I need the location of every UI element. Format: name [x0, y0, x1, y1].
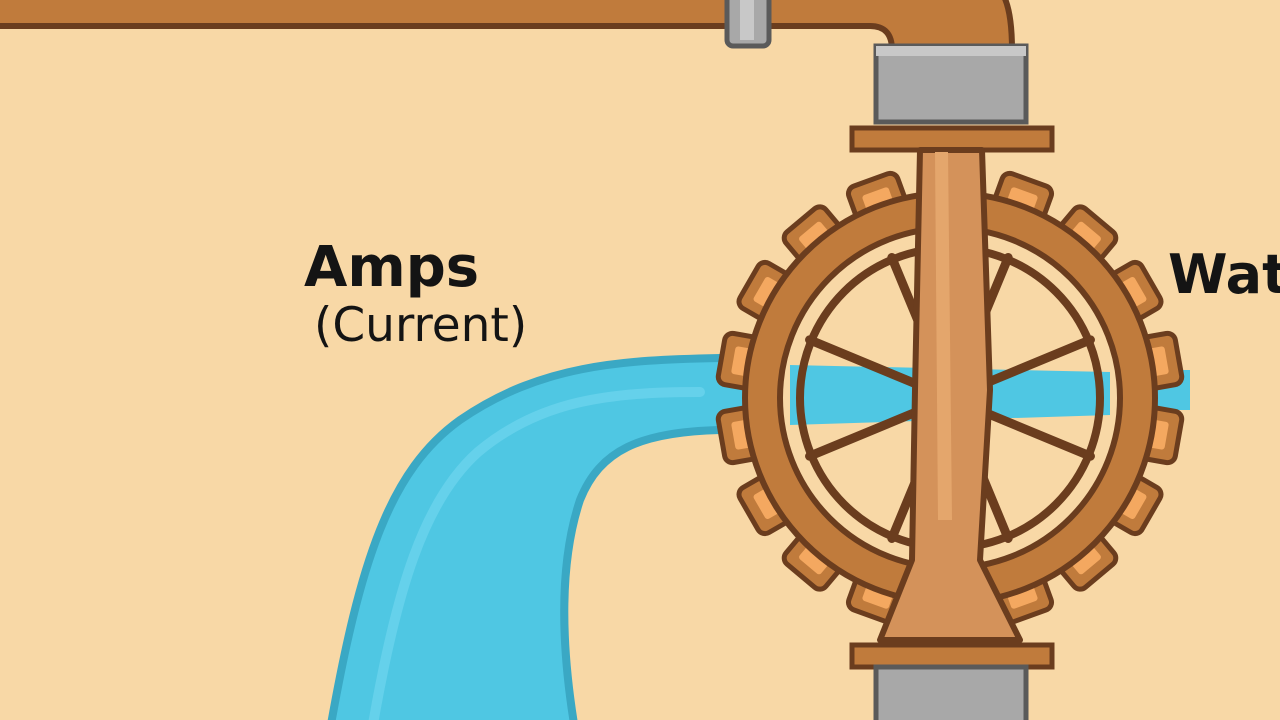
water-wheel-icon [715, 147, 1185, 643]
amps-title: Amps [304, 235, 480, 300]
water-pipe-icon [0, 0, 1055, 720]
watts-title: Wat [1168, 243, 1280, 306]
amps-subtitle: (Current) [314, 298, 528, 353]
